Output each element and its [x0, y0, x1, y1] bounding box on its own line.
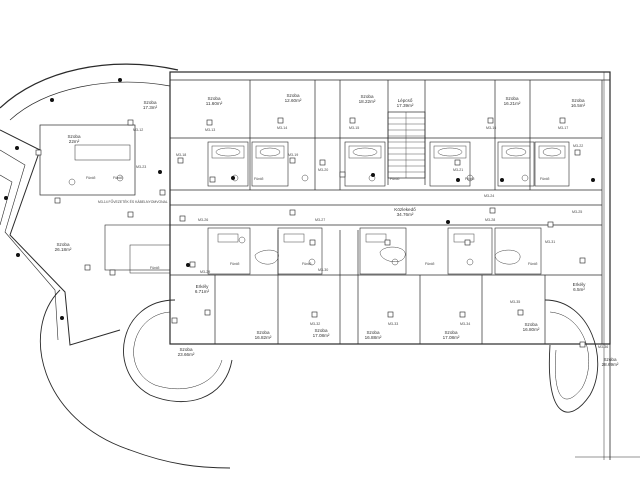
bath-label: Fürdő: [113, 176, 123, 180]
bath-label: Fürdő: [528, 262, 538, 266]
circuit-tag: M3-29: [200, 270, 211, 274]
bath-label: Fürdő: [425, 262, 435, 266]
circuit-tag: M3-21: [453, 168, 464, 172]
circuit-tag: M3-32: [310, 322, 321, 326]
circuit-tag: M3-31: [545, 240, 556, 244]
circuit-tag: M3-23: [136, 165, 147, 169]
round-tower-left: [123, 299, 233, 403]
bath-label: Fürdő: [86, 176, 96, 180]
bath-label: Fürdő: [390, 177, 400, 181]
left-wing-boundary: [0, 129, 121, 346]
main-building-outline: [169, 71, 611, 345]
circuit-tag: M3-20: [318, 168, 329, 172]
circuit-tag: M3-28: [485, 218, 496, 222]
circuit-tag: M3-14: [277, 126, 288, 130]
circuit-tag: M3-26: [198, 218, 209, 222]
cable-route-note: M3-14 FŐVEZETÉK ÉS KÁBELNYOMVONAL: [98, 200, 168, 204]
staircase: [387, 111, 426, 179]
circuit-tag: M3-30: [318, 268, 329, 272]
bath-label: Fürdő: [302, 262, 312, 266]
circuit-tag: M3-12: [133, 128, 144, 132]
circuit-tag: M3-22: [573, 144, 584, 148]
round-tower-right: [544, 299, 599, 413]
circuit-tag: M3-19: [288, 153, 299, 157]
circuit-tag: M3-33: [388, 322, 399, 326]
circuit-tag: M3-17: [558, 126, 569, 130]
left-wing-inner-arc: [9, 81, 171, 121]
circuit-tag: M3-27: [315, 218, 326, 222]
circuit-tag: M3-16: [486, 126, 497, 130]
bath-label: Fürdő: [150, 266, 160, 270]
circuit-tag: M3-35: [510, 300, 521, 304]
circuit-tag: M3-18: [176, 153, 187, 157]
bath-label: Fürdő: [465, 177, 475, 181]
circuit-tag: M3-34: [460, 322, 471, 326]
circuit-tag: M3-24: [484, 194, 495, 198]
bottom-left-curve: [39, 289, 231, 469]
circuit-tag: M3-15: [349, 126, 360, 130]
circuit-tag: M3-13: [205, 128, 216, 132]
circuit-tag: M3-36: [598, 345, 609, 349]
bath-label: Fürdő: [540, 177, 550, 181]
left-wing-outer-arc: [0, 63, 179, 109]
circuit-tag: M3-25: [572, 210, 583, 214]
bath-label: Fürdő: [254, 177, 264, 181]
bath-label: Fürdő: [230, 262, 240, 266]
